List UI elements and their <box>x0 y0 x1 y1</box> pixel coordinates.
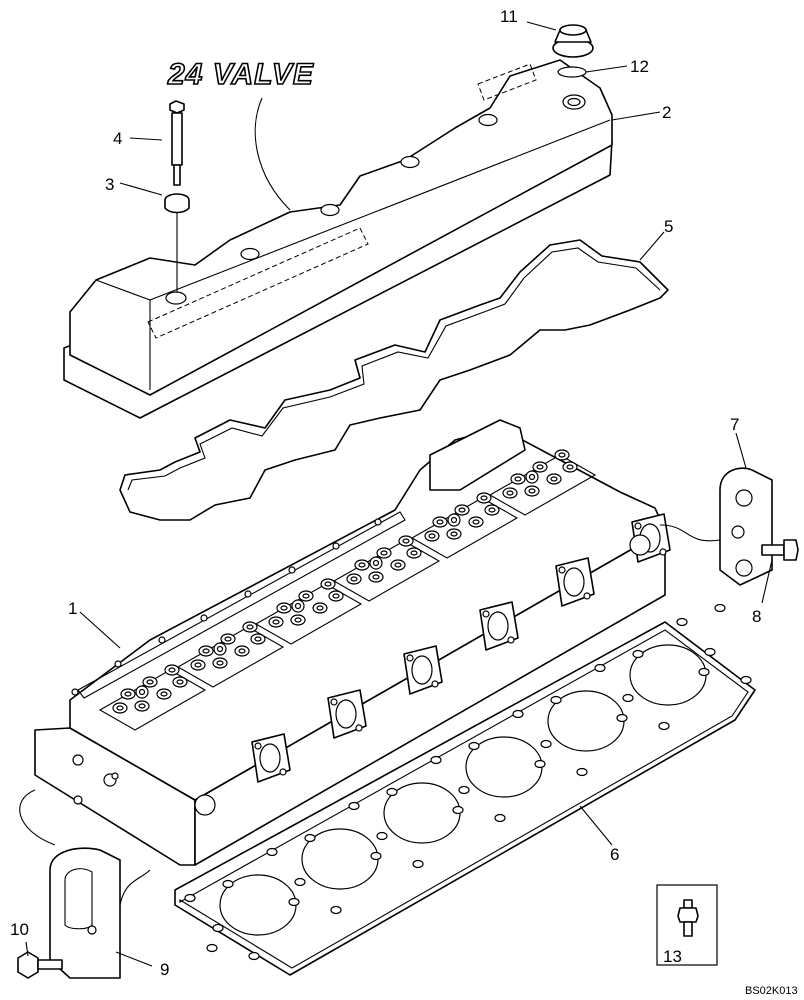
callout-1: 1 <box>68 599 77 618</box>
valve-cover-gasket <box>119 239 669 521</box>
exhaust-port-flange <box>327 689 367 739</box>
callout-6: 6 <box>610 845 619 864</box>
gasket-hole <box>206 943 218 953</box>
cover-bolt-hole <box>320 203 340 217</box>
gasket-hole <box>294 877 306 887</box>
gasket-hole <box>412 859 424 869</box>
exhaust-port-flange <box>631 513 671 563</box>
leader-10 <box>25 941 29 957</box>
lifting-bracket-front <box>49 847 121 979</box>
leader-4 <box>129 137 163 141</box>
gasket-hole <box>576 767 588 777</box>
bracket-bolt-front <box>17 951 63 979</box>
gasket-hole <box>430 755 442 765</box>
gasket-hole <box>222 879 234 889</box>
leader-12 <box>585 65 628 73</box>
gasket-hole <box>676 617 688 627</box>
valve-cluster <box>332 535 441 602</box>
callout-12: 12 <box>630 57 649 76</box>
callout-10: 10 <box>10 920 29 939</box>
gasket-hole <box>550 695 562 705</box>
valve-cover <box>63 59 613 419</box>
gasket-hole <box>494 813 506 823</box>
callout-3: 3 <box>105 175 114 194</box>
banner-text: 24 VALVE <box>167 58 314 91</box>
gasket-hole <box>632 649 644 659</box>
valve-cluster <box>254 578 363 645</box>
lifting-bracket-rear <box>719 467 773 586</box>
head-gasket <box>174 603 756 976</box>
gasket-hole <box>370 851 382 861</box>
leader-11 <box>526 21 557 31</box>
o-ring <box>557 66 587 78</box>
gasket-hole <box>348 801 360 811</box>
gasket-hole <box>468 741 480 751</box>
gasket-hole <box>266 847 278 857</box>
gasket-hole <box>452 805 464 815</box>
cover-dashed-panel-b <box>477 63 537 101</box>
exhaust-port-flange <box>555 557 595 607</box>
valve-cluster <box>488 449 597 516</box>
gasket-hole <box>212 923 224 933</box>
gasket-hole <box>740 675 752 685</box>
gasket-hole <box>714 603 726 613</box>
gasket-hole <box>288 897 300 907</box>
exhaust-port-flange <box>251 733 291 783</box>
drawing-code: BS02K013 <box>745 985 798 997</box>
gasket-hole <box>616 713 628 723</box>
gasket-hole <box>512 709 524 719</box>
cover-bolt-hole <box>478 113 498 127</box>
banner-arrow <box>254 97 291 211</box>
cover-dashed-panel-a <box>147 227 369 339</box>
leader-9 <box>115 951 153 967</box>
callout-2: 2 <box>662 103 671 122</box>
callout-13: 13 <box>663 947 682 966</box>
callout-4: 4 <box>113 129 122 148</box>
gasket-hole <box>458 785 470 795</box>
isolator-grommet <box>164 193 190 214</box>
gasket-hole <box>594 663 606 673</box>
exhaust-port-flange <box>403 645 443 695</box>
leader-7 <box>735 432 747 469</box>
callout-8: 8 <box>752 607 761 626</box>
cover-bolt-hole <box>240 247 260 261</box>
valve-cluster <box>410 492 519 559</box>
cover-bolt-hole <box>400 155 420 169</box>
callout-5: 5 <box>664 217 673 236</box>
valve-cover-body <box>69 59 613 396</box>
gasket-hole <box>184 893 196 903</box>
gasket-hole <box>330 905 342 915</box>
valve-cluster <box>176 621 285 688</box>
bracket-bolt-rear <box>761 539 799 561</box>
gasket-hole <box>534 759 546 769</box>
gasket-hole <box>376 831 388 841</box>
valve-cluster <box>98 664 207 731</box>
leader-6 <box>579 805 613 846</box>
gasket-hole <box>248 951 260 961</box>
leader-8 <box>761 559 773 604</box>
leader-1 <box>79 611 121 649</box>
front-bracket-phantom <box>19 789 56 846</box>
callout-7: 7 <box>730 415 739 434</box>
gasket-hole <box>540 739 552 749</box>
gasket-hole <box>622 693 634 703</box>
fitting-inset <box>656 884 718 966</box>
cover-bolt <box>169 100 185 186</box>
gasket-hole <box>698 667 710 677</box>
leader-5 <box>639 231 665 261</box>
oil-fill-cap <box>552 24 594 58</box>
cylinder-head <box>34 419 671 866</box>
gasket-hole <box>386 787 398 797</box>
exhaust-port-flange <box>479 601 519 651</box>
leader-3 <box>119 182 163 196</box>
leader-2 <box>611 111 661 121</box>
callout-9: 9 <box>160 960 169 979</box>
gasket-hole <box>304 833 316 843</box>
gasket-hole <box>704 647 716 657</box>
gasket-hole <box>658 721 670 731</box>
callout-11: 11 <box>500 7 518 26</box>
cover-bolt-hole <box>165 291 187 305</box>
bracket-phantom-line <box>659 524 721 542</box>
